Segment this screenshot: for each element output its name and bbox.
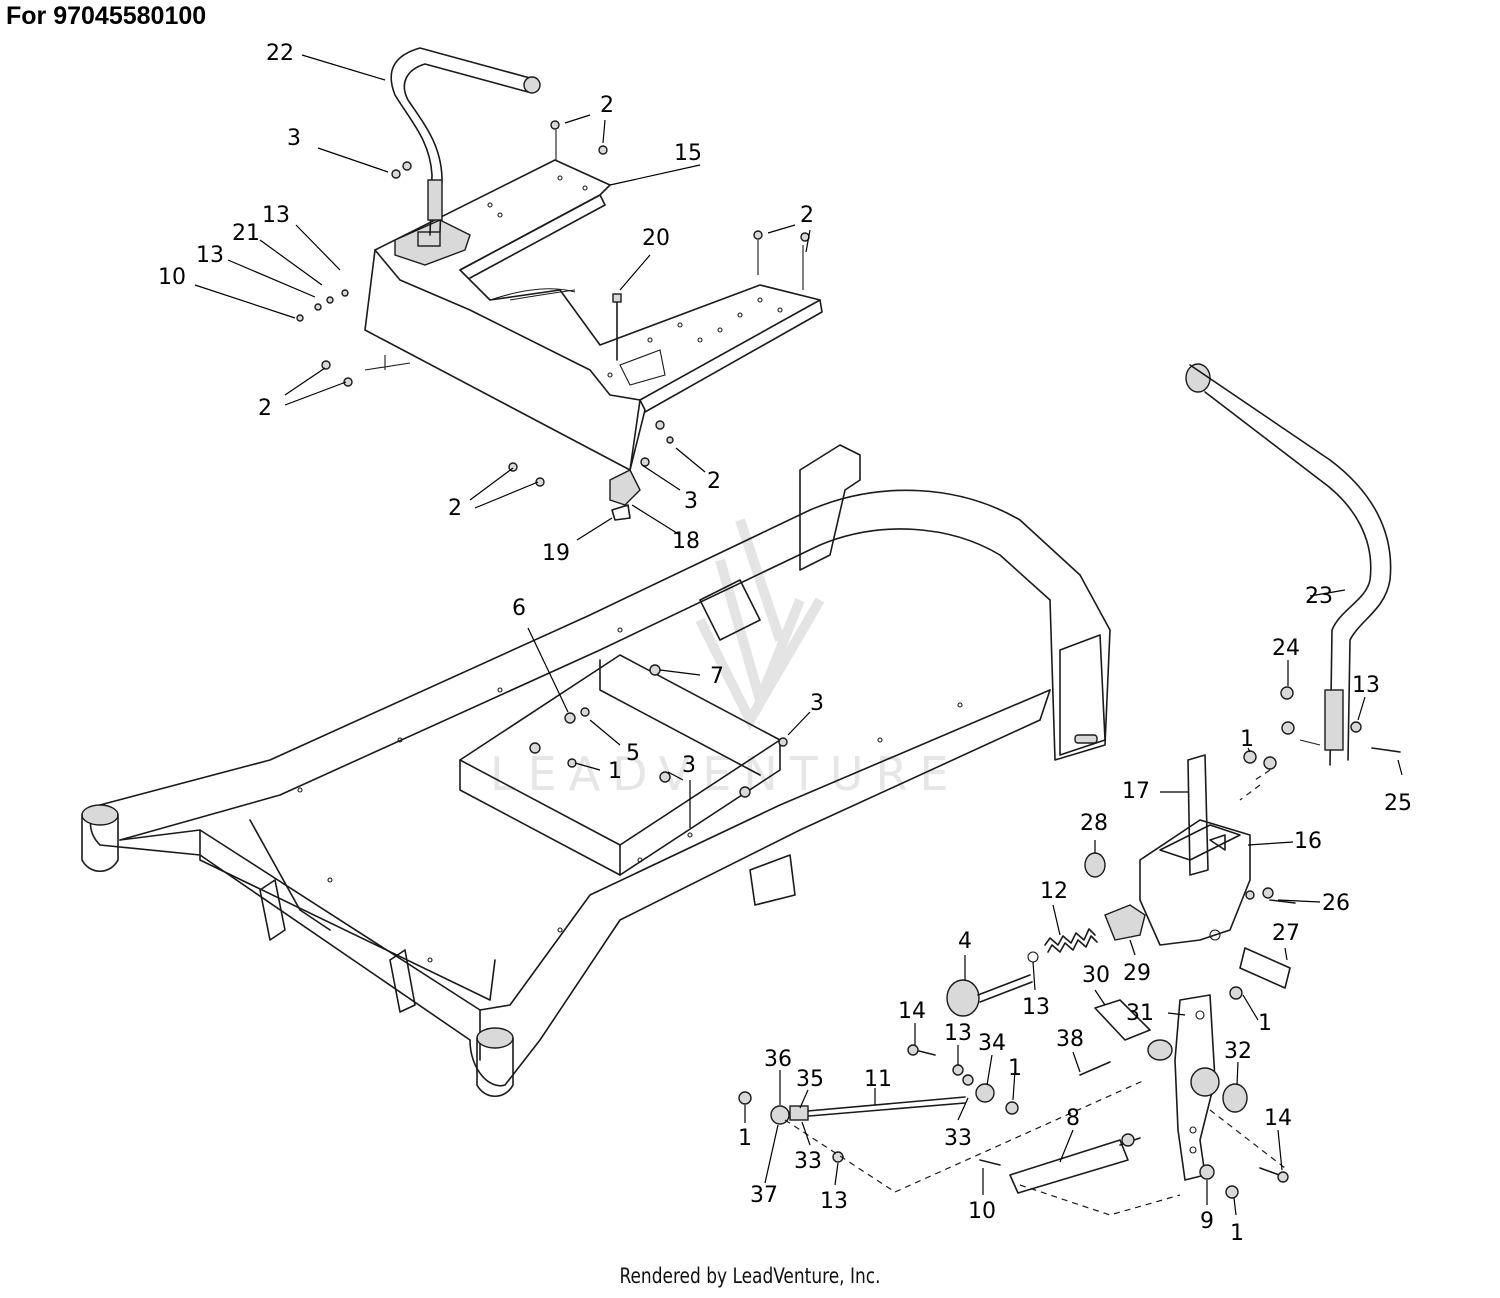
callout-7: 7 (710, 664, 724, 689)
callout-13: 13 (1352, 673, 1380, 698)
callout-10: 10 (158, 265, 186, 290)
callout-14: 14 (898, 999, 926, 1024)
callout-5: 5 (626, 741, 640, 766)
callout-37: 37 (750, 1183, 778, 1208)
callout-3: 3 (810, 691, 824, 716)
callout-15: 15 (674, 141, 702, 166)
leader-lines (194, 54, 1403, 1216)
footer-credit: Rendered by LeadVenture, Inc. (619, 1264, 881, 1288)
seat-platform-assembly (296, 47, 823, 521)
callout-1: 1 (1258, 1011, 1272, 1036)
callout-2: 2 (600, 93, 614, 118)
callout-13: 13 (944, 1021, 972, 1046)
callout-11: 11 (864, 1067, 892, 1092)
callout-24: 24 (1272, 636, 1300, 661)
callout-34: 34 (978, 1031, 1006, 1056)
callout-28: 28 (1080, 811, 1108, 836)
callout-33: 33 (794, 1149, 822, 1174)
callout-22: 22 (266, 41, 294, 66)
callout-1: 1 (1230, 1221, 1244, 1246)
watermark-text: LEADVENTURE (490, 747, 961, 801)
callout-33: 33 (944, 1126, 972, 1151)
callout-38: 38 (1056, 1027, 1084, 1052)
callout-26: 26 (1322, 891, 1350, 916)
callout-18: 18 (672, 529, 700, 554)
callout-2: 2 (258, 396, 272, 421)
callout-2: 2 (800, 203, 814, 228)
callout-27: 27 (1272, 921, 1300, 946)
main-frame (81, 444, 1111, 1098)
callout-21: 21 (232, 221, 260, 246)
callout-2: 2 (448, 496, 462, 521)
callout-23: 23 (1305, 584, 1333, 609)
callout-30: 30 (1082, 963, 1110, 988)
callout-labels: 22 2 3 15 13 21 13 10 20 2 2 2 3 2 18 19… (158, 41, 1412, 1246)
callout-8: 8 (1066, 1106, 1080, 1131)
callout-13: 13 (262, 203, 290, 228)
diagram-title: For 97045580100 (6, 2, 207, 30)
callout-2: 2 (707, 469, 721, 494)
callout-3: 3 (287, 126, 301, 151)
callout-29: 29 (1123, 961, 1151, 986)
callout-13: 13 (196, 243, 224, 268)
callout-13: 13 (820, 1189, 848, 1214)
callout-6: 6 (512, 596, 526, 621)
callout-4: 4 (958, 929, 972, 954)
callout-12: 12 (1040, 879, 1068, 904)
callout-1: 1 (608, 759, 622, 784)
callout-31: 31 (1126, 1001, 1154, 1026)
callout-3: 3 (684, 489, 698, 514)
callout-3: 3 (682, 753, 696, 778)
callout-14: 14 (1264, 1106, 1292, 1131)
callout-36: 36 (764, 1047, 792, 1072)
callout-13: 13 (1022, 995, 1050, 1020)
callout-35: 35 (796, 1067, 824, 1092)
callout-9: 9 (1200, 1209, 1214, 1234)
callout-1: 1 (1008, 1056, 1022, 1081)
callout-1: 1 (738, 1126, 752, 1151)
callout-17: 17 (1122, 779, 1150, 804)
callout-20: 20 (642, 226, 670, 251)
callout-25: 25 (1384, 791, 1412, 816)
callout-19: 19 (542, 541, 570, 566)
callout-16: 16 (1294, 829, 1322, 854)
callout-10: 10 (968, 1199, 996, 1224)
callout-1: 1 (1240, 727, 1254, 752)
callout-32: 32 (1224, 1039, 1252, 1064)
right-control-handle (1185, 363, 1401, 766)
lever-assembly (738, 750, 1296, 1216)
